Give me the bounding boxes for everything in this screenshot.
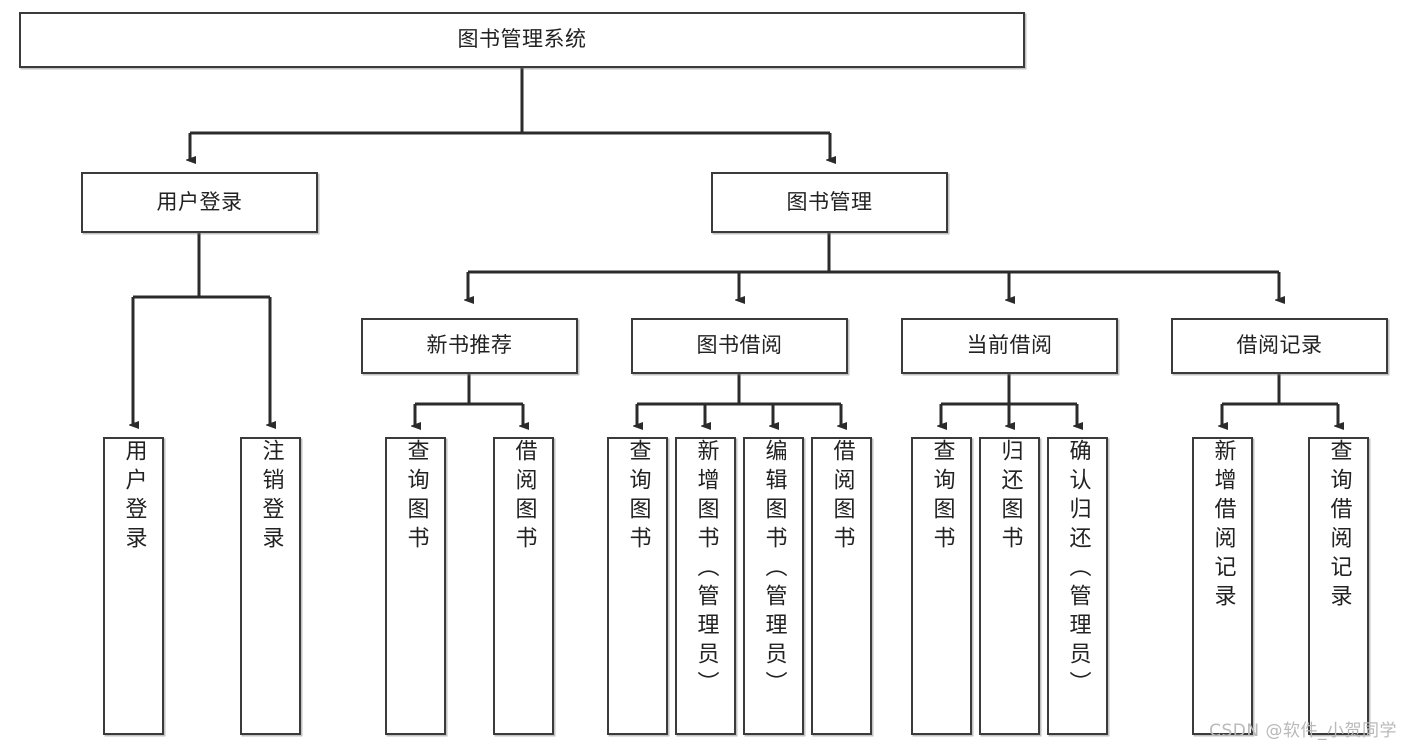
- node-leaf-borrow-book-1-label: 借阅图书: [511, 439, 537, 555]
- node-leaf-borrow-book-1[interactable]: 借阅图书: [493, 437, 554, 735]
- node-book-manage[interactable]: 图书管理: [711, 172, 948, 233]
- node-book-borrow[interactable]: 图书借阅: [631, 318, 848, 374]
- node-leaf-add-book[interactable]: 新增图书（管理员）: [675, 437, 736, 735]
- node-leaf-query-book-2[interactable]: 查询图书: [607, 437, 668, 735]
- node-leaf-user-login[interactable]: 用户登录: [103, 437, 164, 735]
- node-leaf-add-record[interactable]: 新增借阅记录: [1192, 437, 1253, 735]
- node-leaf-query-book-1[interactable]: 查询图书: [385, 437, 446, 735]
- node-leaf-borrow-book-2[interactable]: 借阅图书: [811, 437, 872, 735]
- node-leaf-return-book-label: 归还图书: [997, 439, 1023, 555]
- node-leaf-query-book-1-label: 查询图书: [403, 439, 429, 555]
- node-leaf-query-book-3-label: 查询图书: [929, 439, 955, 555]
- node-current-borrow-label: 当前借阅: [966, 333, 1053, 358]
- node-leaf-query-book-3[interactable]: 查询图书: [911, 437, 972, 735]
- node-leaf-user-logout-label: 注销登录: [258, 439, 284, 555]
- node-leaf-edit-book[interactable]: 编辑图书（管理员）: [743, 437, 804, 735]
- node-leaf-query-book-2-label: 查询图书: [625, 439, 651, 555]
- node-new-book-recommend-label: 新书推荐: [426, 333, 513, 358]
- node-leaf-add-book-label: 新增图书（管理员）: [693, 439, 719, 700]
- node-leaf-add-record-label: 新增借阅记录: [1210, 439, 1236, 613]
- node-root-label: 图书管理系统: [457, 27, 587, 52]
- node-borrow-record[interactable]: 借阅记录: [1171, 318, 1388, 374]
- node-user-login[interactable]: 用户登录: [81, 172, 318, 233]
- node-leaf-confirm-return-label: 确认归还（管理员）: [1065, 439, 1091, 700]
- node-leaf-return-book[interactable]: 归还图书: [979, 437, 1040, 735]
- node-borrow-record-label: 借阅记录: [1236, 333, 1323, 358]
- node-leaf-query-record[interactable]: 查询借阅记录: [1308, 437, 1369, 735]
- node-leaf-user-login-label: 用户登录: [121, 439, 147, 555]
- node-root[interactable]: 图书管理系统: [19, 12, 1025, 68]
- node-current-borrow[interactable]: 当前借阅: [901, 318, 1118, 374]
- node-leaf-user-logout[interactable]: 注销登录: [240, 437, 301, 735]
- node-leaf-edit-book-label: 编辑图书（管理员）: [761, 439, 787, 700]
- node-book-manage-label: 图书管理: [786, 189, 873, 214]
- node-leaf-query-record-label: 查询借阅记录: [1326, 439, 1352, 613]
- node-new-book-recommend[interactable]: 新书推荐: [361, 318, 578, 374]
- node-leaf-borrow-book-2-label: 借阅图书: [829, 439, 855, 555]
- node-leaf-confirm-return[interactable]: 确认归还（管理员）: [1047, 437, 1108, 735]
- node-user-login-label: 用户登录: [156, 189, 243, 214]
- node-book-borrow-label: 图书借阅: [696, 333, 783, 358]
